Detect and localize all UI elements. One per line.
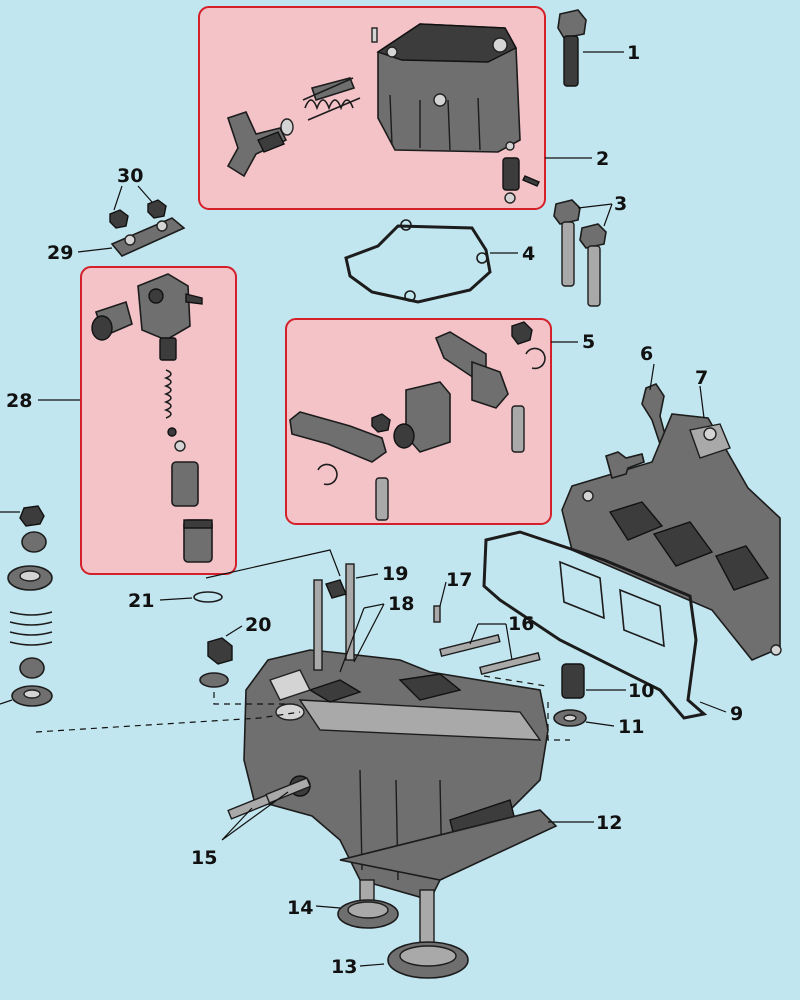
rocker-arms-part (289, 321, 546, 521)
valve-part-13 (387, 889, 469, 979)
gasket-hole-2 (476, 252, 488, 264)
gasket-hole-1 (400, 219, 412, 231)
callout-5: 5 (582, 331, 595, 353)
cylinder-head-part (243, 649, 558, 901)
callout-30: 30 (117, 165, 143, 187)
callout-15: 15 (191, 847, 217, 869)
callout-13: 13 (331, 956, 357, 978)
callout-28: 28 (6, 390, 32, 412)
callout-12: 12 (596, 812, 622, 834)
studs-part-19 (313, 563, 355, 671)
manifold-gasket-part (482, 530, 708, 720)
callout-3: 3 (614, 193, 627, 215)
callout-17: 17 (446, 569, 472, 591)
o-ring-part-21 (193, 591, 223, 603)
studs-part-16 (439, 634, 541, 676)
callout-20: 20 (245, 614, 271, 636)
leader-lines (0, 51, 727, 967)
nut-part-20 (207, 637, 233, 665)
bolts-part-3 (553, 199, 607, 307)
clamp-plate-part-29 (110, 217, 186, 257)
callout-18: 18 (388, 593, 414, 615)
callout-2: 2 (596, 148, 609, 170)
callout-11: 11 (618, 716, 644, 738)
valve-part-14 (337, 879, 399, 929)
callout-1: 1 (627, 42, 640, 64)
dowel-pin-part-17 (433, 605, 441, 623)
callout-16: 16 (508, 613, 534, 635)
callout-14: 14 (287, 897, 313, 919)
manifold-part-7 (561, 413, 782, 661)
callout-21: 21 (128, 590, 154, 612)
valve-cover-part (226, 23, 540, 204)
callout-7: 7 (695, 367, 708, 389)
callout-10: 10 (628, 680, 654, 702)
studs-part-15 (227, 777, 312, 820)
injector-part (91, 273, 213, 563)
callout-6: 6 (640, 343, 653, 365)
callout-19: 19 (382, 563, 408, 585)
callout-29: 29 (47, 242, 73, 264)
callout-labels: 1 2 3 4 5 6 7 9 10 11 12 13 14 15 16 17 … (6, 42, 743, 978)
callout-9: 9 (730, 703, 743, 725)
gasket-port-1 (559, 560, 605, 620)
washer-part-20 (199, 672, 229, 688)
sleeve-part-10 (561, 663, 585, 699)
gasket-port-2 (619, 588, 665, 648)
callout-4: 4 (522, 243, 535, 265)
cover-gasket-part (344, 224, 492, 304)
bolt-part-1 (557, 9, 587, 87)
nuts-part-30 (109, 199, 167, 229)
gasket-hole-3 (404, 290, 416, 302)
valve-spring-parts (7, 505, 53, 707)
